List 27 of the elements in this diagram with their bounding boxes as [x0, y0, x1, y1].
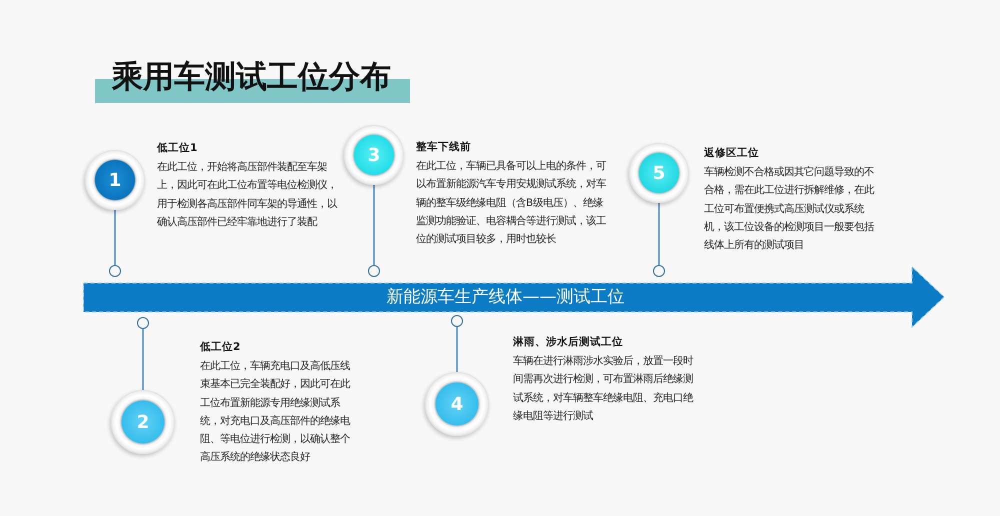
station-title: 返修区工位 — [704, 146, 759, 161]
station-description: 车辆在进行淋雨涉水实验后，放置一段时间需再次进行检测，可布置淋雨后绝缘测试系统，对车辆整车绝缘电阻、充电口绝缘电阻等进行测试 — [513, 354, 694, 424]
station-title: 低工位1 — [157, 141, 198, 156]
station-title: 淋雨、涉水后测试工位 — [513, 335, 623, 350]
number-circle: 5 — [629, 143, 689, 203]
station-description: 在此工位，车辆充电口及高低压线束基本已完全装配好，因此可在此工位布置新能源专用绝缘测试系统，对充电口及高压部件的绝缘电阻、等电位进行检测，以确认整个高压系统的绝缘状态良好 — [200, 359, 352, 466]
title: 乘用车测试工位分布 — [95, 57, 410, 103]
leader-line — [142, 329, 144, 390]
station-description: 在此工位，车辆已具备可以上电的条件，可以布置新能源汽车专用安规测试系统，对车辆的整车级绝缘电阻（含B级电压）、绝缘监测功能验证、电容耦合等进行测试，该工位的测试项目较多，用时也较长 — [416, 159, 607, 248]
leader-line — [114, 210, 116, 265]
number-circle: 4 — [425, 372, 489, 436]
leader-line — [658, 203, 660, 265]
leader-line — [456, 327, 458, 372]
number-circle: 2 — [111, 390, 175, 454]
station-title: 低工位2 — [200, 340, 240, 355]
timeline-dot — [137, 317, 149, 329]
arrow-label: 新能源车生产线体——测试工位 — [386, 286, 624, 309]
station-description: 车辆检测不合格或因其它问题导致的不合格，需在此工位进行拆解维修，在此工位可布置便携式高压测试仪或系统机，该工位设备的检测项目一般要包括线体上所有的测试项目 — [704, 165, 876, 254]
leader-line — [373, 185, 375, 265]
station-title: 整车下线前 — [416, 140, 471, 155]
number-circle: 3 — [344, 125, 404, 185]
timeline-dot — [368, 265, 380, 277]
timeline-dot — [653, 265, 665, 277]
number-circle: 1 — [85, 150, 145, 210]
station-description: 在此工位，开始将高压部件装配至车架上，因此可在此工位布置等电位检测仪，用于检测各高压部件同车架的导通性，以确认高压部件已经牢靠地进行了装配 — [157, 160, 338, 230]
timeline-dot — [109, 265, 121, 277]
timeline-dot — [451, 315, 463, 327]
